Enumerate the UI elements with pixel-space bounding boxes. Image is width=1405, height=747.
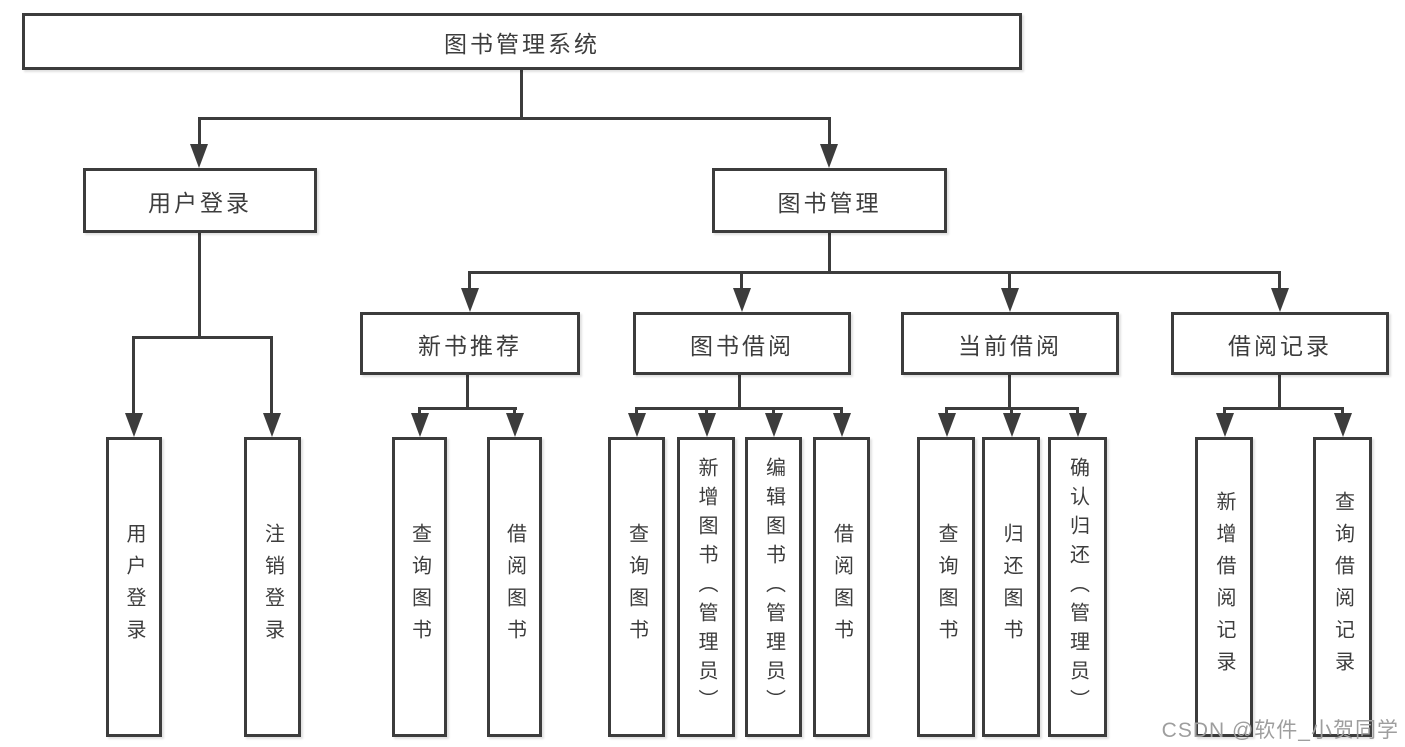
leaf-borrow-books-recommend: 借阅图书 [487, 437, 542, 737]
node-label: 图书管理系统 [444, 30, 600, 57]
arrow-down-icon [698, 413, 716, 437]
leaf-search-books-current: 查询图书 [917, 437, 975, 737]
arrow-down-icon [628, 413, 646, 437]
connector-line [466, 375, 469, 410]
connector-line [1010, 407, 1013, 415]
connector-line [705, 407, 708, 415]
connector-line [132, 336, 273, 339]
connector-line [635, 407, 638, 415]
node-label: 新增图书（管理员） [695, 456, 717, 718]
leaf-logout: 注销登录 [244, 437, 301, 737]
node-book-management: 图书管理 [712, 168, 947, 233]
connector-line [198, 117, 201, 144]
arrow-down-icon [1334, 413, 1352, 437]
arrow-down-icon [506, 413, 524, 437]
arrow-down-icon [1069, 413, 1087, 437]
connector-line [1278, 271, 1281, 288]
arrow-down-icon [733, 288, 751, 312]
connector-line [270, 336, 273, 413]
leaf-add-borrow-record: 新增借阅记录 [1195, 437, 1253, 737]
connector-line [198, 233, 201, 339]
connector-line [1223, 407, 1226, 415]
arrow-down-icon [1003, 413, 1021, 437]
arrow-down-icon [765, 413, 783, 437]
connector-line [1008, 375, 1011, 410]
connector-line [1341, 407, 1344, 415]
node-label: 查询图书 [408, 523, 431, 651]
csdn-watermark: CSDN @软件_小贺同学 [1161, 719, 1399, 742]
arrow-down-icon [1001, 288, 1019, 312]
node-label: 用户登录 [123, 523, 145, 651]
node-library-management-system: 图书管理系统 [22, 13, 1022, 70]
node-label: 查询借阅记录 [1331, 491, 1354, 683]
connector-line [635, 407, 843, 410]
node-label: 编辑图书（管理员） [762, 456, 785, 718]
leaf-search-books-recommend: 查询图书 [392, 437, 447, 737]
node-user-login: 用户登录 [83, 168, 317, 233]
node-label: 图书管理 [777, 189, 882, 216]
connector-line [828, 117, 831, 144]
connector-line [1076, 407, 1079, 415]
connector-line [468, 271, 471, 288]
node-book-borrowing: 图书借阅 [633, 312, 851, 375]
connector-line [418, 407, 421, 415]
arrow-down-icon [263, 413, 281, 437]
arrow-down-icon [411, 413, 429, 437]
connector-line [520, 69, 523, 120]
node-label: 新增借阅记录 [1213, 491, 1235, 683]
connector-line [198, 117, 831, 120]
node-new-book-recommendation: 新书推荐 [360, 312, 580, 375]
connector-line [1278, 375, 1281, 410]
leaf-user-login: 用户登录 [106, 437, 162, 737]
arrow-down-icon [820, 144, 838, 168]
node-label: 借阅图书 [503, 523, 526, 651]
arrow-down-icon [1271, 288, 1289, 312]
leaf-borrow-books-borrowing: 借阅图书 [813, 437, 870, 737]
node-label: 借阅图书 [830, 523, 853, 651]
node-label: 用户登录 [148, 189, 252, 216]
node-label: 注销登录 [261, 523, 284, 651]
node-borrowing-records: 借阅记录 [1171, 312, 1389, 375]
node-label: 图书借阅 [690, 332, 794, 359]
leaf-edit-book-admin: 编辑图书（管理员） [745, 437, 802, 737]
arrow-down-icon [833, 413, 851, 437]
leaf-search-books-borrowing: 查询图书 [608, 437, 665, 737]
arrow-down-icon [938, 413, 956, 437]
connector-line [772, 407, 775, 415]
connector-line [945, 407, 948, 415]
leaf-return-book: 归还图书 [982, 437, 1040, 737]
connector-line [1008, 271, 1011, 288]
node-label: 确认归还（管理员） [1066, 456, 1089, 718]
connector-line [740, 271, 743, 288]
connector-line [468, 271, 1281, 274]
node-label: 查询图书 [935, 523, 957, 651]
leaf-search-borrow-record: 查询借阅记录 [1313, 437, 1372, 737]
connector-line [828, 233, 831, 274]
connector-line [418, 407, 517, 410]
leaf-confirm-return-admin: 确认归还（管理员） [1048, 437, 1107, 737]
node-label: 当前借阅 [958, 332, 1062, 359]
connector-line [840, 407, 843, 415]
node-label: 查询图书 [625, 523, 648, 651]
leaf-add-book-admin: 新增图书（管理员） [677, 437, 735, 737]
connector-line [738, 375, 741, 410]
arrow-down-icon [461, 288, 479, 312]
arrow-down-icon [190, 144, 208, 168]
node-label: 借阅记录 [1228, 332, 1332, 359]
node-label: 归还图书 [1000, 523, 1022, 651]
node-current-borrowing: 当前借阅 [901, 312, 1119, 375]
node-label: 新书推荐 [418, 332, 522, 359]
connector-line [132, 336, 135, 413]
arrow-down-icon [1216, 413, 1234, 437]
connector-line [1223, 407, 1343, 410]
arrow-down-icon [125, 413, 143, 437]
connector-line [513, 407, 516, 415]
